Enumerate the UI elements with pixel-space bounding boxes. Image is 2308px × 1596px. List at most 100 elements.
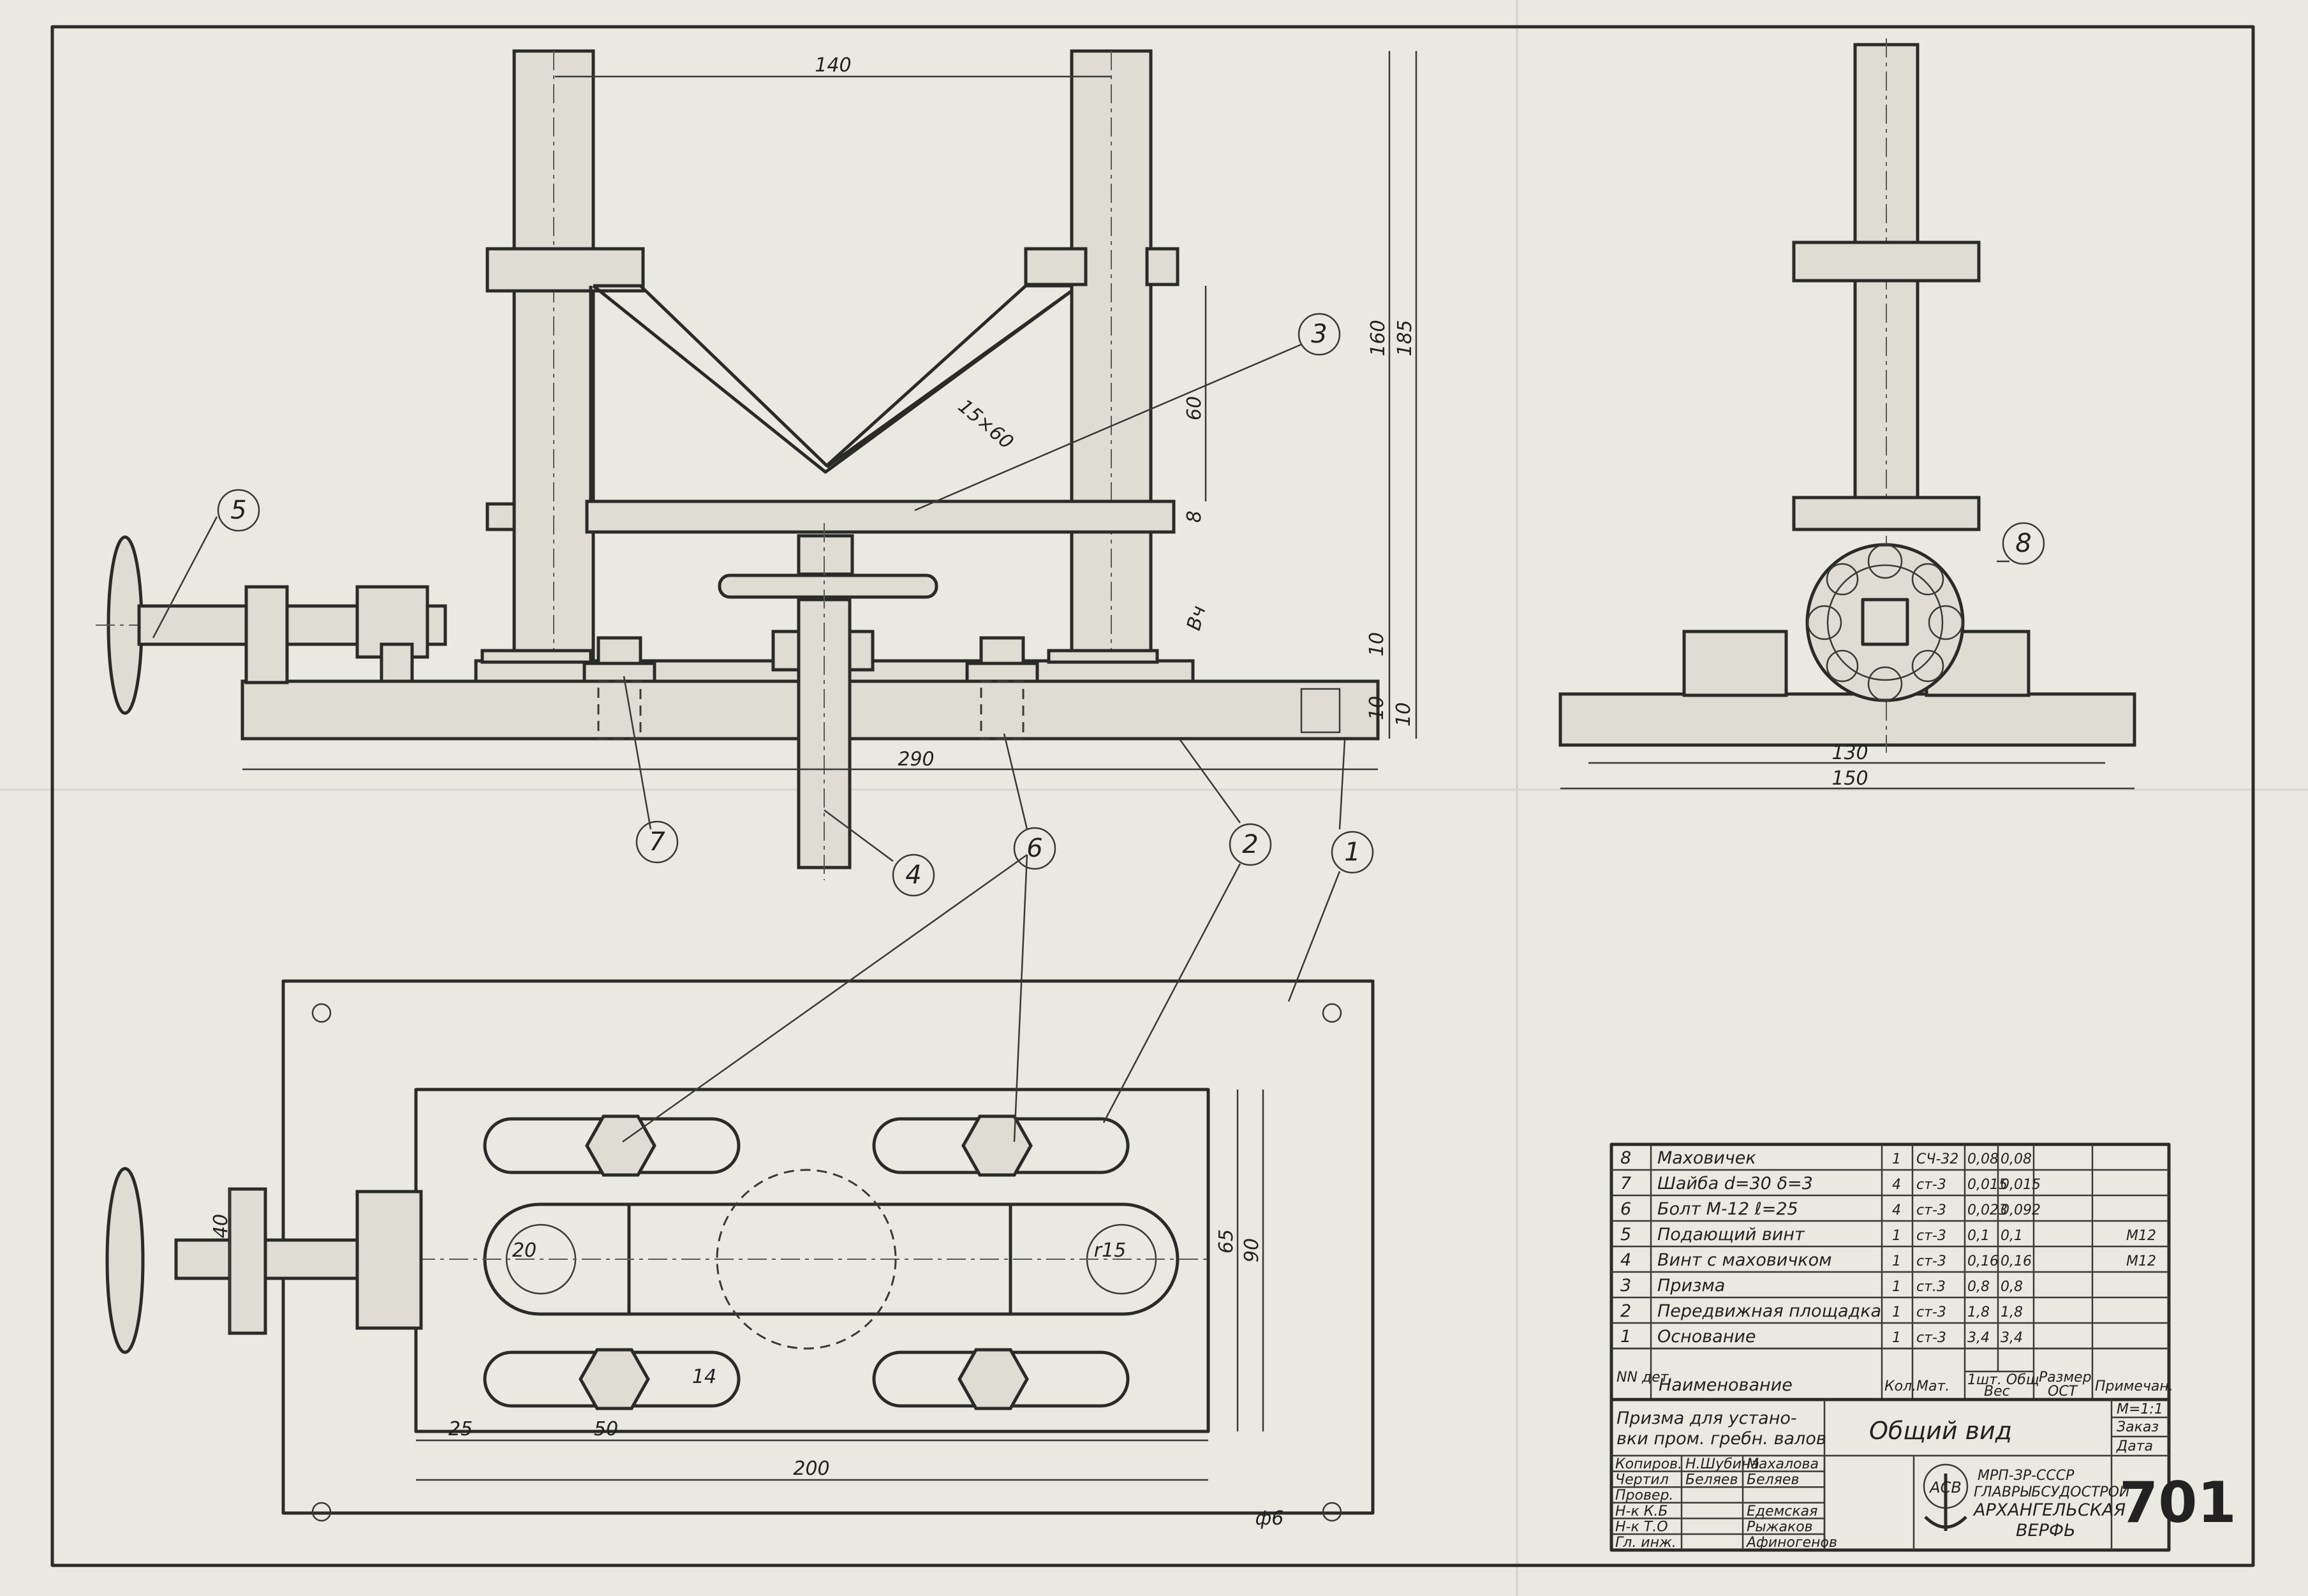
- svg-text:АСВ: АСВ: [1928, 1479, 1962, 1496]
- part-w2: 0,1: [2001, 1228, 2023, 1244]
- hdr-mat: Мат.: [1916, 1378, 1949, 1394]
- role-label: Копиров.: [1615, 1456, 1682, 1472]
- part-w2: 0,015: [2001, 1177, 2041, 1193]
- part-w1: 0,015: [1967, 1177, 2008, 1193]
- part-qty: 1: [1892, 1304, 1901, 1320]
- hdr-weight-bottom: Вес: [1984, 1384, 2010, 1400]
- balloon-1: [1331, 831, 1374, 874]
- scale: М=1:1: [2117, 1401, 2163, 1417]
- part-no: 5: [1620, 1225, 1631, 1245]
- part-note: М12: [2126, 1253, 2156, 1269]
- part-no: 2: [1620, 1301, 1631, 1321]
- balloon-5: [217, 489, 260, 532]
- part-qty: 1: [1892, 1279, 1901, 1295]
- date-label: Дата: [2116, 1438, 2153, 1454]
- role-name: Рыжаков: [1747, 1519, 1813, 1535]
- balloon-7-label: 7: [649, 827, 665, 857]
- role-label: Н-к К.Б: [1615, 1504, 1668, 1519]
- part-no: 8: [1620, 1148, 1631, 1168]
- balloon-6: [1013, 827, 1056, 870]
- org-line-4: ВЕРФЬ: [2016, 1521, 2076, 1541]
- role-signature: Беляев: [1685, 1472, 1738, 1488]
- part-no: 1: [1620, 1327, 1631, 1347]
- part-name: Призма: [1657, 1276, 1725, 1296]
- dim-65: 65: [1215, 1229, 1238, 1253]
- part-w1: 0,023: [1967, 1202, 2008, 1218]
- title-line-1: Призма для устано-: [1616, 1408, 1797, 1428]
- part-w1: 3,4: [1967, 1330, 1990, 1346]
- hdr-size-top: Размер: [2039, 1370, 2092, 1385]
- part-name: Болт М-12 ℓ=25: [1657, 1199, 1798, 1219]
- part-no: 3: [1620, 1276, 1631, 1296]
- balloon-5-label: 5: [230, 496, 246, 525]
- dim-290: 290: [898, 748, 934, 771]
- dim-150: 150: [1831, 767, 1868, 790]
- dim-185: 185: [1394, 320, 1416, 356]
- shipyard-anchor-logo: АСВ: [1923, 1463, 1969, 1531]
- role-signature: Н.Шубина: [1685, 1456, 1759, 1472]
- part-qty: 1: [1892, 1330, 1901, 1346]
- part-name: Подающий винт: [1657, 1225, 1805, 1245]
- part-no: 4: [1620, 1250, 1631, 1270]
- balloon-3: [1298, 313, 1341, 356]
- part-mat: ст-3: [1916, 1304, 1946, 1320]
- part-mat: ст-3: [1916, 1253, 1946, 1269]
- role-name: Афиногенов: [1745, 1535, 1837, 1551]
- balloon-2-label: 2: [1242, 830, 1258, 859]
- hdr-size-bottom: ОСТ: [2048, 1384, 2078, 1400]
- dim-40: 40: [210, 1214, 232, 1238]
- role-name: Беляев: [1747, 1472, 1799, 1488]
- part-w2: 0,16: [2001, 1253, 2032, 1269]
- part-w2: 0,092: [2001, 1202, 2041, 1218]
- front-view: 140 160 185 60 8 10 10 10 290 15×60 Вч: [96, 49, 1417, 880]
- part-qty: 1: [1892, 1228, 1901, 1244]
- balloon-3-label: 3: [1311, 320, 1327, 349]
- part-w2: 1,8: [2001, 1304, 2023, 1320]
- part-w1: 1,8: [1967, 1304, 1990, 1320]
- role-label: Чертил: [1615, 1472, 1669, 1488]
- part-w1: 0,16: [1967, 1253, 1999, 1269]
- dim-10: 10: [1366, 696, 1388, 720]
- org-line-3: АРХАНГЕЛЬСКАЯ: [1972, 1500, 2126, 1520]
- part-mat: ст-3: [1916, 1202, 1946, 1218]
- org-line-2: ГЛАВРЫБСУДОСТРОЙ: [1974, 1484, 2129, 1500]
- dim-130: 130: [1831, 742, 1868, 764]
- balloon-6-label: 6: [1026, 834, 1042, 863]
- part-no: 7: [1620, 1174, 1631, 1193]
- dim-25: 25: [448, 1418, 473, 1440]
- balloon-7: [635, 820, 679, 864]
- plan-view: 40 20 r15 65 90 14 25 50 200 ф6: [105, 979, 1375, 1530]
- balloon-callouts: 1 2 3 4 5 6 7 8: [152, 313, 2045, 1143]
- role-name: Махалова: [1747, 1456, 1819, 1472]
- role-label: Н-к Т.О: [1615, 1519, 1668, 1535]
- hdr-qty: Кол.: [1884, 1378, 1916, 1394]
- dim-r15: r15: [1094, 1239, 1127, 1262]
- part-qty: 4: [1892, 1202, 1901, 1218]
- dim-140: 140: [815, 54, 851, 77]
- order-label: Заказ: [2117, 1419, 2159, 1435]
- view-title: Общий вид: [1869, 1417, 2012, 1445]
- part-qty: 4: [1892, 1177, 1901, 1193]
- part-w1: 0,1: [1967, 1228, 1990, 1244]
- part-name: Винт с маховичком: [1657, 1250, 1831, 1270]
- dim-90: 90: [1241, 1238, 1263, 1262]
- balloon-8: [2002, 522, 2045, 565]
- dim-10-base: 10: [1393, 702, 1415, 727]
- part-name: Передвижная площадка: [1657, 1301, 1881, 1321]
- hdr-no: NN дет.: [1616, 1370, 1673, 1385]
- part-mat: ст-3: [1916, 1177, 1946, 1193]
- role-name: Едемская: [1747, 1504, 1817, 1519]
- part-w1: 0,08: [1967, 1151, 1999, 1167]
- part-mat: ст.3: [1916, 1279, 1946, 1295]
- dim-10-5: 10: [1366, 632, 1388, 656]
- part-w2: 0,08: [2001, 1151, 2032, 1167]
- part-mat: СЧ-32: [1916, 1151, 1958, 1167]
- dim-phi6: ф6: [1255, 1507, 1284, 1530]
- hdr-name: Наименование: [1659, 1375, 1793, 1395]
- title-line-2: вки пром. гребн. валов: [1616, 1429, 1826, 1449]
- balloon-1-label: 1: [1344, 838, 1360, 867]
- part-w1: 0,8: [1967, 1279, 1990, 1295]
- dim-50: 50: [594, 1418, 618, 1440]
